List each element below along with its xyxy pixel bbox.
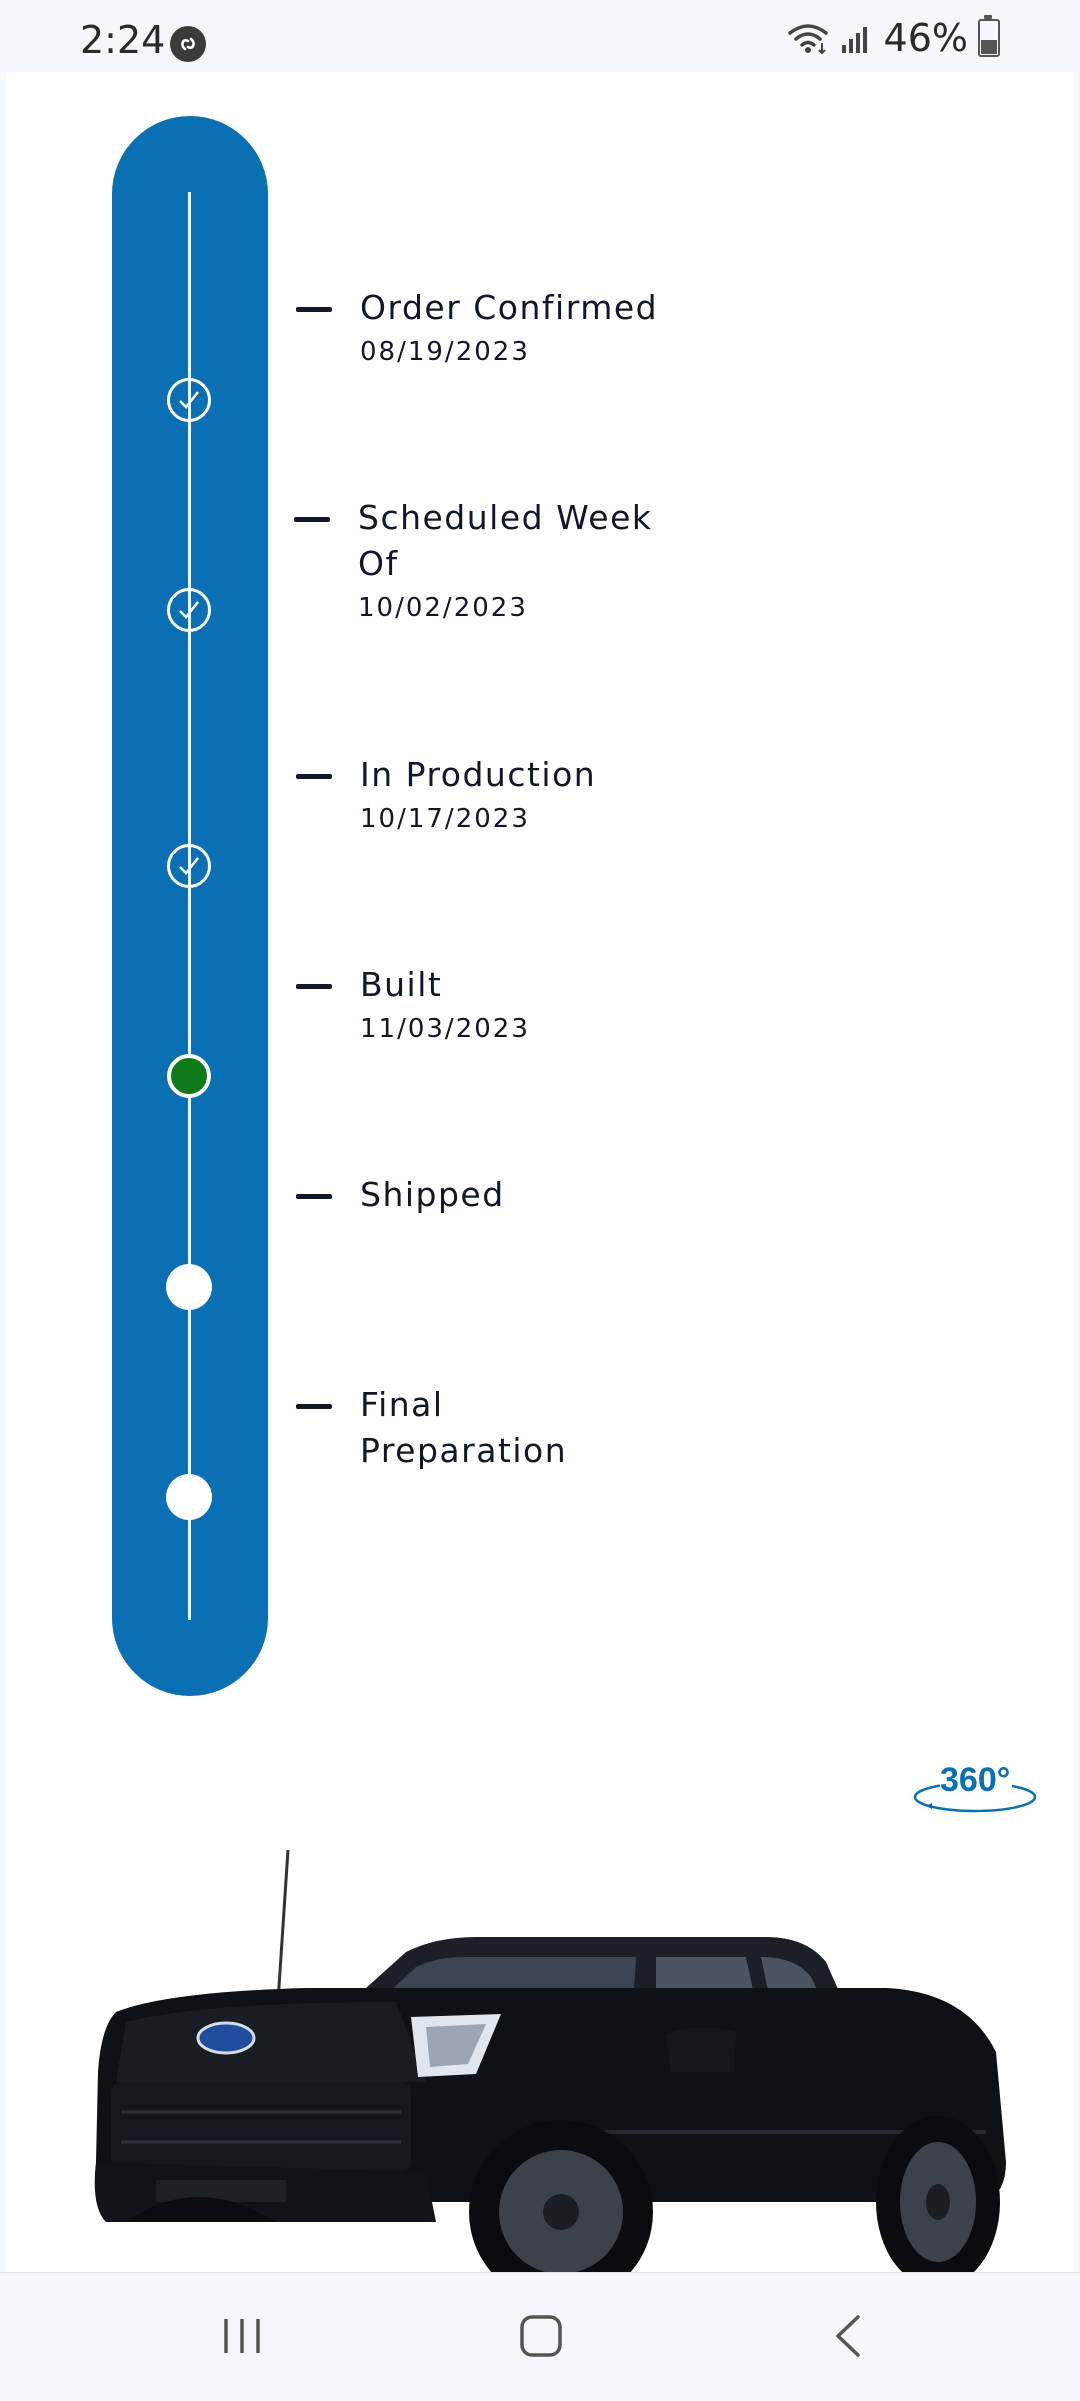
step-dash — [296, 984, 332, 989]
view-360-label: 360° — [940, 1761, 1011, 1799]
shazam-icon — [170, 26, 206, 62]
status-bar: 2:24 46% — [0, 0, 1080, 72]
timeline-track — [112, 116, 268, 1696]
step-date: 08/19/2023 — [360, 337, 530, 367]
wifi-icon — [787, 24, 828, 55]
step-label: Shipped — [360, 1175, 505, 1214]
step-dash — [296, 307, 332, 312]
battery-percent: 46% — [883, 16, 968, 60]
battery-icon — [978, 15, 1000, 57]
step-date: 10/02/2023 — [358, 593, 528, 623]
step-dash — [296, 774, 332, 779]
step-node-scheduled — [167, 588, 211, 632]
timeline-line — [188, 192, 191, 1620]
check-icon — [179, 601, 199, 619]
status-icons: 46% — [786, 15, 1000, 60]
home-icon[interactable] — [518, 2311, 564, 2361]
step-node-shipped — [166, 1264, 212, 1310]
step-dash — [296, 1194, 332, 1199]
check-icon — [179, 857, 199, 875]
step-date: 10/17/2023 — [360, 804, 530, 834]
step-node-order-confirmed — [167, 378, 211, 422]
system-nav-bar — [0, 2272, 1080, 2401]
signal-icon — [841, 27, 867, 53]
step-date: 11/03/2023 — [360, 1014, 530, 1044]
step-label: In Production — [360, 755, 597, 794]
step-label: Built — [360, 965, 443, 1004]
status-time: 2:24 — [80, 18, 166, 62]
step-node-built — [167, 1054, 211, 1098]
step-dash — [296, 1404, 332, 1409]
pickup-truck-image — [94, 1849, 1006, 2304]
recent-apps-icon[interactable] — [220, 2311, 264, 2361]
step-label: Scheduled Week Of — [358, 498, 653, 583]
step-node-in-production — [167, 844, 211, 888]
step-label: Order Confirmed — [360, 288, 659, 327]
back-icon[interactable] — [828, 2311, 868, 2361]
check-icon — [179, 391, 199, 409]
step-dash — [294, 517, 330, 522]
step-label: Final Preparation — [360, 1385, 568, 1470]
view-360-button[interactable]: 360° — [910, 1759, 1040, 1823]
step-node-final-preparation — [166, 1474, 212, 1520]
order-tracker: Order Confirmed 08/19/2023 Scheduled Wee… — [6, 72, 1074, 2304]
